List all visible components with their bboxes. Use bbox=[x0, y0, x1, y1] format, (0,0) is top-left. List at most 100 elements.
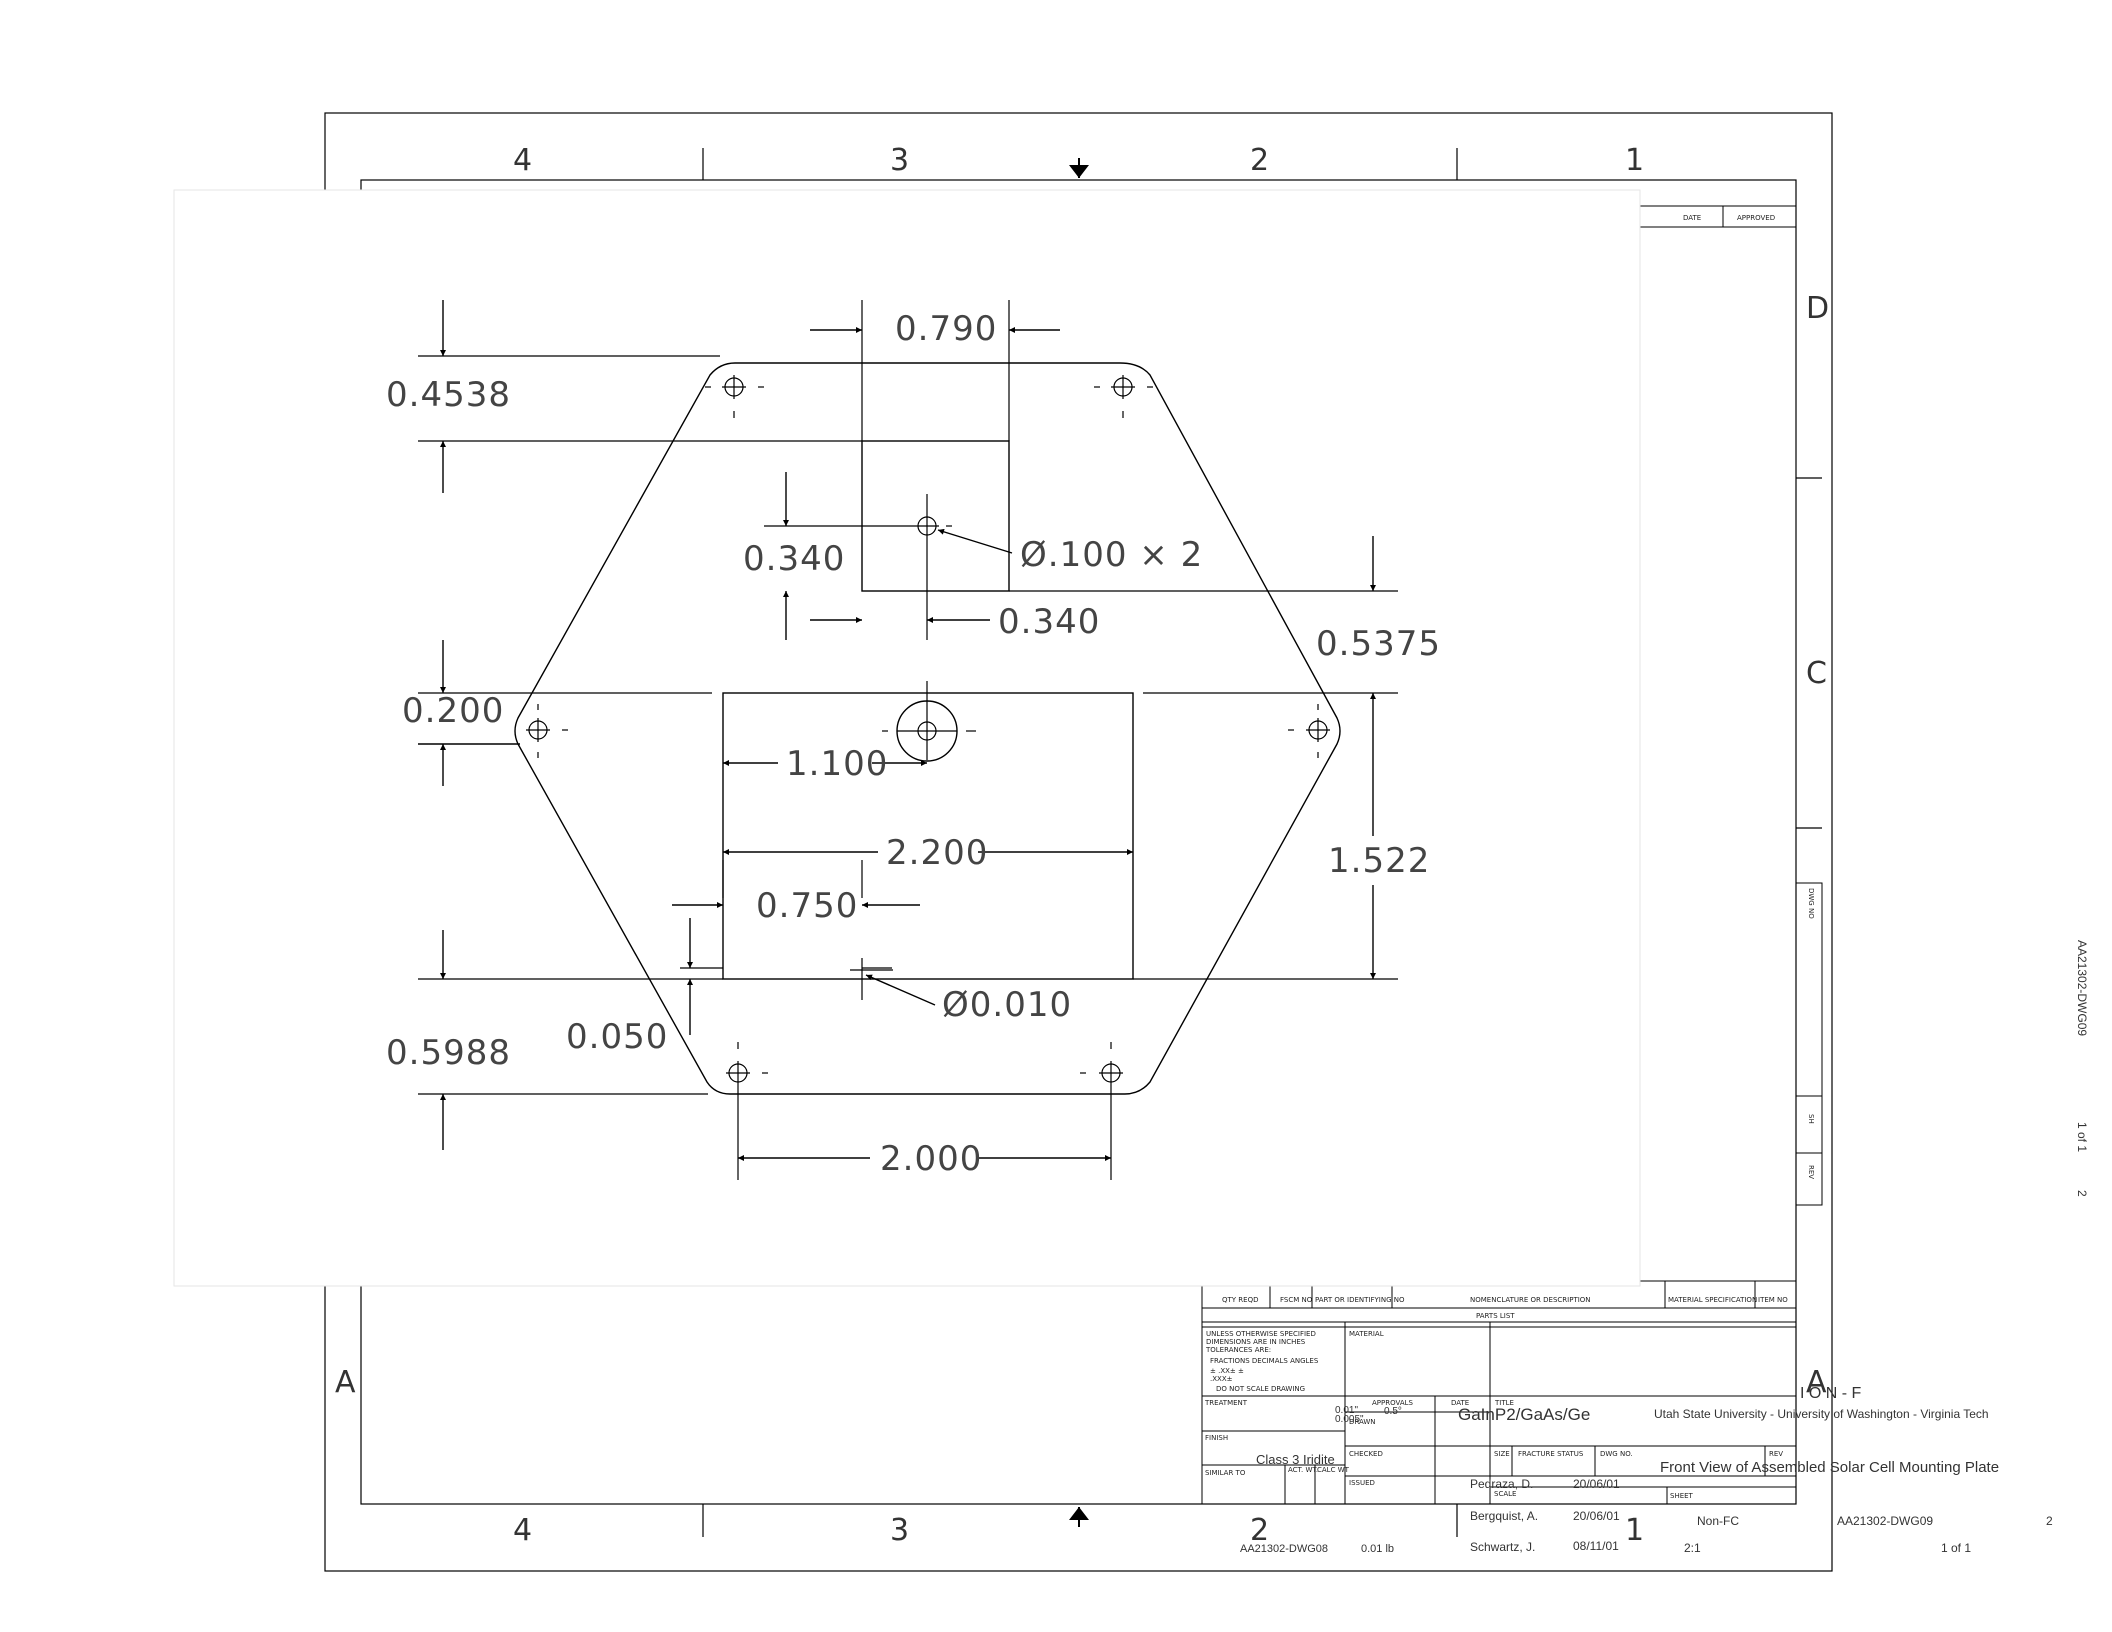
similar-to-label: SIMILAR TO bbox=[1205, 1469, 1246, 1477]
hole-center-upper bbox=[915, 494, 952, 640]
note-line: TOLERANCES ARE: bbox=[1205, 1346, 1271, 1354]
dimension-0750: 0.750 bbox=[756, 886, 858, 926]
tolerance-angle: 0.5° bbox=[1384, 1406, 1402, 1417]
dimension-2200: 2.200 bbox=[886, 833, 988, 873]
detail-view-sheet bbox=[173, 189, 1641, 1287]
solar-cell-area bbox=[722, 692, 1134, 980]
fracture-status-label: FRACTURE STATUS bbox=[1518, 1450, 1584, 1458]
parts-part-label: PART OR IDENTIFYING NO bbox=[1315, 1296, 1405, 1304]
date-label: DATE bbox=[1451, 1399, 1469, 1407]
dimension-0340-vertical: 0.340 bbox=[743, 539, 845, 579]
note-line: .XXX± bbox=[1210, 1375, 1233, 1383]
checked-label: CHECKED bbox=[1349, 1450, 1383, 1458]
zone-right-a: A bbox=[1806, 1365, 1827, 1400]
zone-top-4: 4 bbox=[513, 143, 532, 178]
zone-right-c: C bbox=[1806, 656, 1827, 691]
act-wt-label: ACT. WT. bbox=[1288, 1466, 1318, 1474]
center-arrow-bottom bbox=[1069, 1507, 1089, 1527]
side-dwg-no-label: DWG NO bbox=[1807, 888, 1815, 919]
zone-bottom-1: 1 bbox=[1625, 1513, 1644, 1548]
hole-bottom-left bbox=[726, 1042, 768, 1085]
tolerance-xxx: 0.005" bbox=[1335, 1414, 1364, 1425]
dimension-0200: 0.200 bbox=[402, 691, 504, 731]
calc-wt-label: CALC WT bbox=[1317, 1466, 1350, 1474]
side-rev-label: REV bbox=[1807, 1165, 1815, 1179]
parts-fscm-label: FSCM NO bbox=[1280, 1296, 1313, 1304]
dimension-04538: 0.4538 bbox=[386, 375, 511, 415]
issued-date: 08/11/01 bbox=[1573, 1539, 1619, 1553]
hole-top-left bbox=[705, 375, 764, 418]
checked-date: 20/06/01 bbox=[1573, 1509, 1620, 1523]
side-dwg-no: AA21302-DWG09 bbox=[2075, 940, 2089, 1036]
dwg-no: AA21302-DWG09 bbox=[1837, 1514, 1933, 1528]
dimension-0010: Ø0.010 bbox=[942, 985, 1072, 1025]
rev-value: 2 bbox=[2046, 1514, 2053, 1528]
zone-top-3: 3 bbox=[890, 143, 909, 178]
dwg-no-label: DWG NO. bbox=[1600, 1450, 1633, 1458]
zone-top-2: 2 bbox=[1250, 143, 1269, 178]
fracture-status: Non-FC bbox=[1697, 1514, 1739, 1528]
hole-left bbox=[526, 704, 568, 758]
hole-center-lower bbox=[882, 681, 976, 760]
hole-bottom-right bbox=[1080, 1042, 1123, 1085]
sheet-value: 1 of 1 bbox=[1941, 1541, 1971, 1555]
dimension-1100: 1.100 bbox=[786, 744, 888, 784]
side-sh-label: SH bbox=[1807, 1114, 1815, 1124]
hole-top-right bbox=[1094, 375, 1153, 418]
scale-label: SCALE bbox=[1494, 1490, 1516, 1498]
dimension-lines bbox=[418, 300, 1376, 1161]
parts-item-label: ITEM NO bbox=[1758, 1296, 1788, 1304]
weight: 0.01 lb bbox=[1361, 1543, 1394, 1555]
side-rev: 2 bbox=[2075, 1190, 2089, 1197]
dimension-0050: 0.050 bbox=[566, 1017, 668, 1057]
size-label: SIZE bbox=[1494, 1450, 1510, 1458]
drawn-by: Pedraza, D. bbox=[1470, 1477, 1533, 1491]
hole-right bbox=[1288, 704, 1330, 758]
checked-by: Bergquist, A. bbox=[1470, 1509, 1538, 1523]
dimension-2000: 2.000 bbox=[880, 1139, 982, 1179]
dimension-1522: 1.522 bbox=[1328, 841, 1430, 881]
note-line: DO NOT SCALE DRAWING bbox=[1216, 1385, 1305, 1393]
drawn-date: 20/06/01 bbox=[1573, 1477, 1620, 1491]
parts-qty-label: QTY REQD bbox=[1222, 1296, 1258, 1304]
program-name: I O N - F bbox=[1800, 1385, 1862, 1402]
parts-list-title: PARTS LIST bbox=[1476, 1312, 1515, 1320]
mounting-holes bbox=[526, 375, 1330, 1085]
scale-value: 2:1 bbox=[1684, 1541, 1701, 1555]
treatment-label: TREATMENT bbox=[1204, 1399, 1248, 1407]
issued-label: ISSUED bbox=[1349, 1479, 1375, 1487]
zone-bottom-2: 2 bbox=[1250, 1513, 1269, 1548]
zone-top-1: 1 bbox=[1625, 143, 1644, 178]
note-line: UNLESS OTHERWISE SPECIFIED bbox=[1206, 1330, 1316, 1338]
issued-by: Schwartz, J. bbox=[1470, 1540, 1535, 1554]
drawn-label: DRAWN bbox=[1349, 1418, 1376, 1426]
material-value: GaInP2/GaAs/Ge bbox=[1458, 1405, 1590, 1424]
note-line: FRACTIONS DECIMALS ANGLES bbox=[1210, 1357, 1319, 1365]
similar-to: AA21302-DWG08 bbox=[1240, 1543, 1328, 1555]
reference-point bbox=[850, 958, 893, 1000]
dimension-05375: 0.5375 bbox=[1316, 624, 1441, 664]
finish-label: FINISH bbox=[1205, 1434, 1228, 1442]
tolerance-xx: 0.01" bbox=[1335, 1405, 1358, 1416]
material-label: MATERIAL bbox=[1349, 1330, 1384, 1338]
note-line: DIMENSIONS ARE IN INCHES bbox=[1206, 1338, 1306, 1346]
extension-lines bbox=[418, 300, 1398, 1180]
rev-label: REV bbox=[1769, 1450, 1783, 1458]
center-arrow-top bbox=[1069, 158, 1089, 178]
parts-material-label: MATERIAL SPECIFICATION bbox=[1668, 1296, 1757, 1304]
upper-cutout bbox=[861, 440, 1010, 592]
hole-callout: Ø.100 × 2 bbox=[1020, 535, 1203, 575]
zone-right-d: D bbox=[1806, 291, 1829, 326]
side-strip bbox=[1795, 882, 1823, 1206]
finish-value: Class 3 Iridite bbox=[1256, 1452, 1335, 1467]
side-sheet: 1 of 1 bbox=[2075, 1122, 2089, 1152]
title-label: TITLE bbox=[1494, 1399, 1514, 1407]
zone-left-a: A bbox=[335, 1365, 356, 1400]
note-line: ± .XX± ± bbox=[1210, 1367, 1244, 1375]
tolerance-notes: UNLESS OTHERWISE SPECIFIED DIMENSIONS AR… bbox=[1205, 1330, 1319, 1393]
sheet-label: SHEET bbox=[1670, 1492, 1694, 1500]
parts-nomenclature-label: NOMENCLATURE OR DESCRIPTION bbox=[1470, 1296, 1591, 1304]
dimension-0340-horizontal: 0.340 bbox=[998, 602, 1100, 642]
zone-bottom-4: 4 bbox=[513, 1513, 532, 1548]
dimension-0790: 0.790 bbox=[895, 309, 997, 349]
